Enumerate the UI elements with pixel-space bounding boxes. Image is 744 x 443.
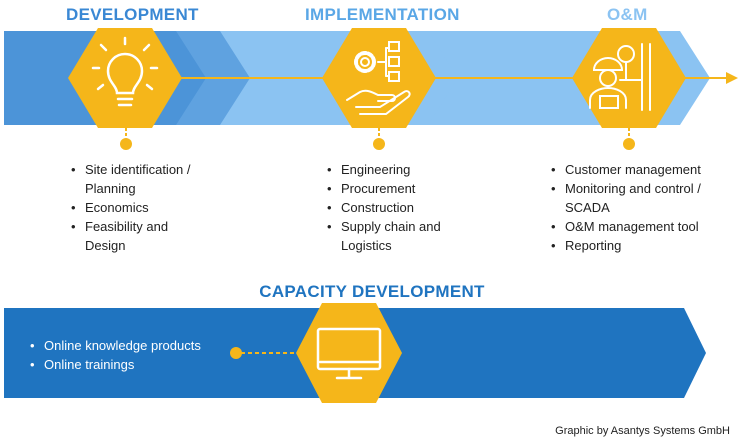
list-item: Design xyxy=(85,238,126,253)
om-list: Customer management Monitoring and contr… xyxy=(551,160,701,255)
list-item: Site identification / xyxy=(71,160,191,179)
list-item: O&M management tool xyxy=(551,217,701,236)
monitor-icon xyxy=(316,327,382,380)
list-item: SCADA xyxy=(565,200,610,215)
list-item: Feasibility and xyxy=(71,217,191,236)
capacity-list: Online knowledge products Online trainin… xyxy=(30,336,201,374)
list-item: Online knowledge products xyxy=(30,336,201,355)
lightbulb-icon xyxy=(91,36,159,107)
list-item: Procurement xyxy=(327,179,441,198)
list-item: Customer management xyxy=(551,160,701,179)
implementation-list: Engineering Procurement Construction Sup… xyxy=(327,160,441,255)
development-list: Site identification / Planning Economics… xyxy=(71,160,191,255)
list-item: Logistics xyxy=(341,238,392,253)
list-item: Supply chain and xyxy=(327,217,441,236)
phase-title-om: O&M xyxy=(607,5,648,24)
list-item: Reporting xyxy=(551,236,701,255)
list-item: Economics xyxy=(71,198,191,217)
worker-monitoring-icon xyxy=(589,43,651,111)
list-item: Engineering xyxy=(327,160,441,179)
implementation-hexagon xyxy=(322,28,436,128)
list-item: Monitoring and control / xyxy=(551,179,701,198)
om-dot xyxy=(623,138,635,150)
capacity-dot xyxy=(230,347,242,359)
development-hexagon xyxy=(68,28,182,128)
phase-title-implementation: IMPLEMENTATION xyxy=(305,5,460,24)
gear-hand-icon xyxy=(346,41,411,115)
credit-text: Graphic by Asantys Systems GmbH xyxy=(555,425,730,437)
phase-title-development: DEVELOPMENT xyxy=(66,5,199,24)
list-item: Planning xyxy=(85,181,136,196)
development-dot xyxy=(120,138,132,150)
capacity-title: CAPACITY DEVELOPMENT xyxy=(259,282,485,301)
implementation-dot xyxy=(373,138,385,150)
list-item: Online trainings xyxy=(30,355,201,374)
list-item: Construction xyxy=(327,198,441,217)
timeline-arrowhead xyxy=(726,72,738,84)
